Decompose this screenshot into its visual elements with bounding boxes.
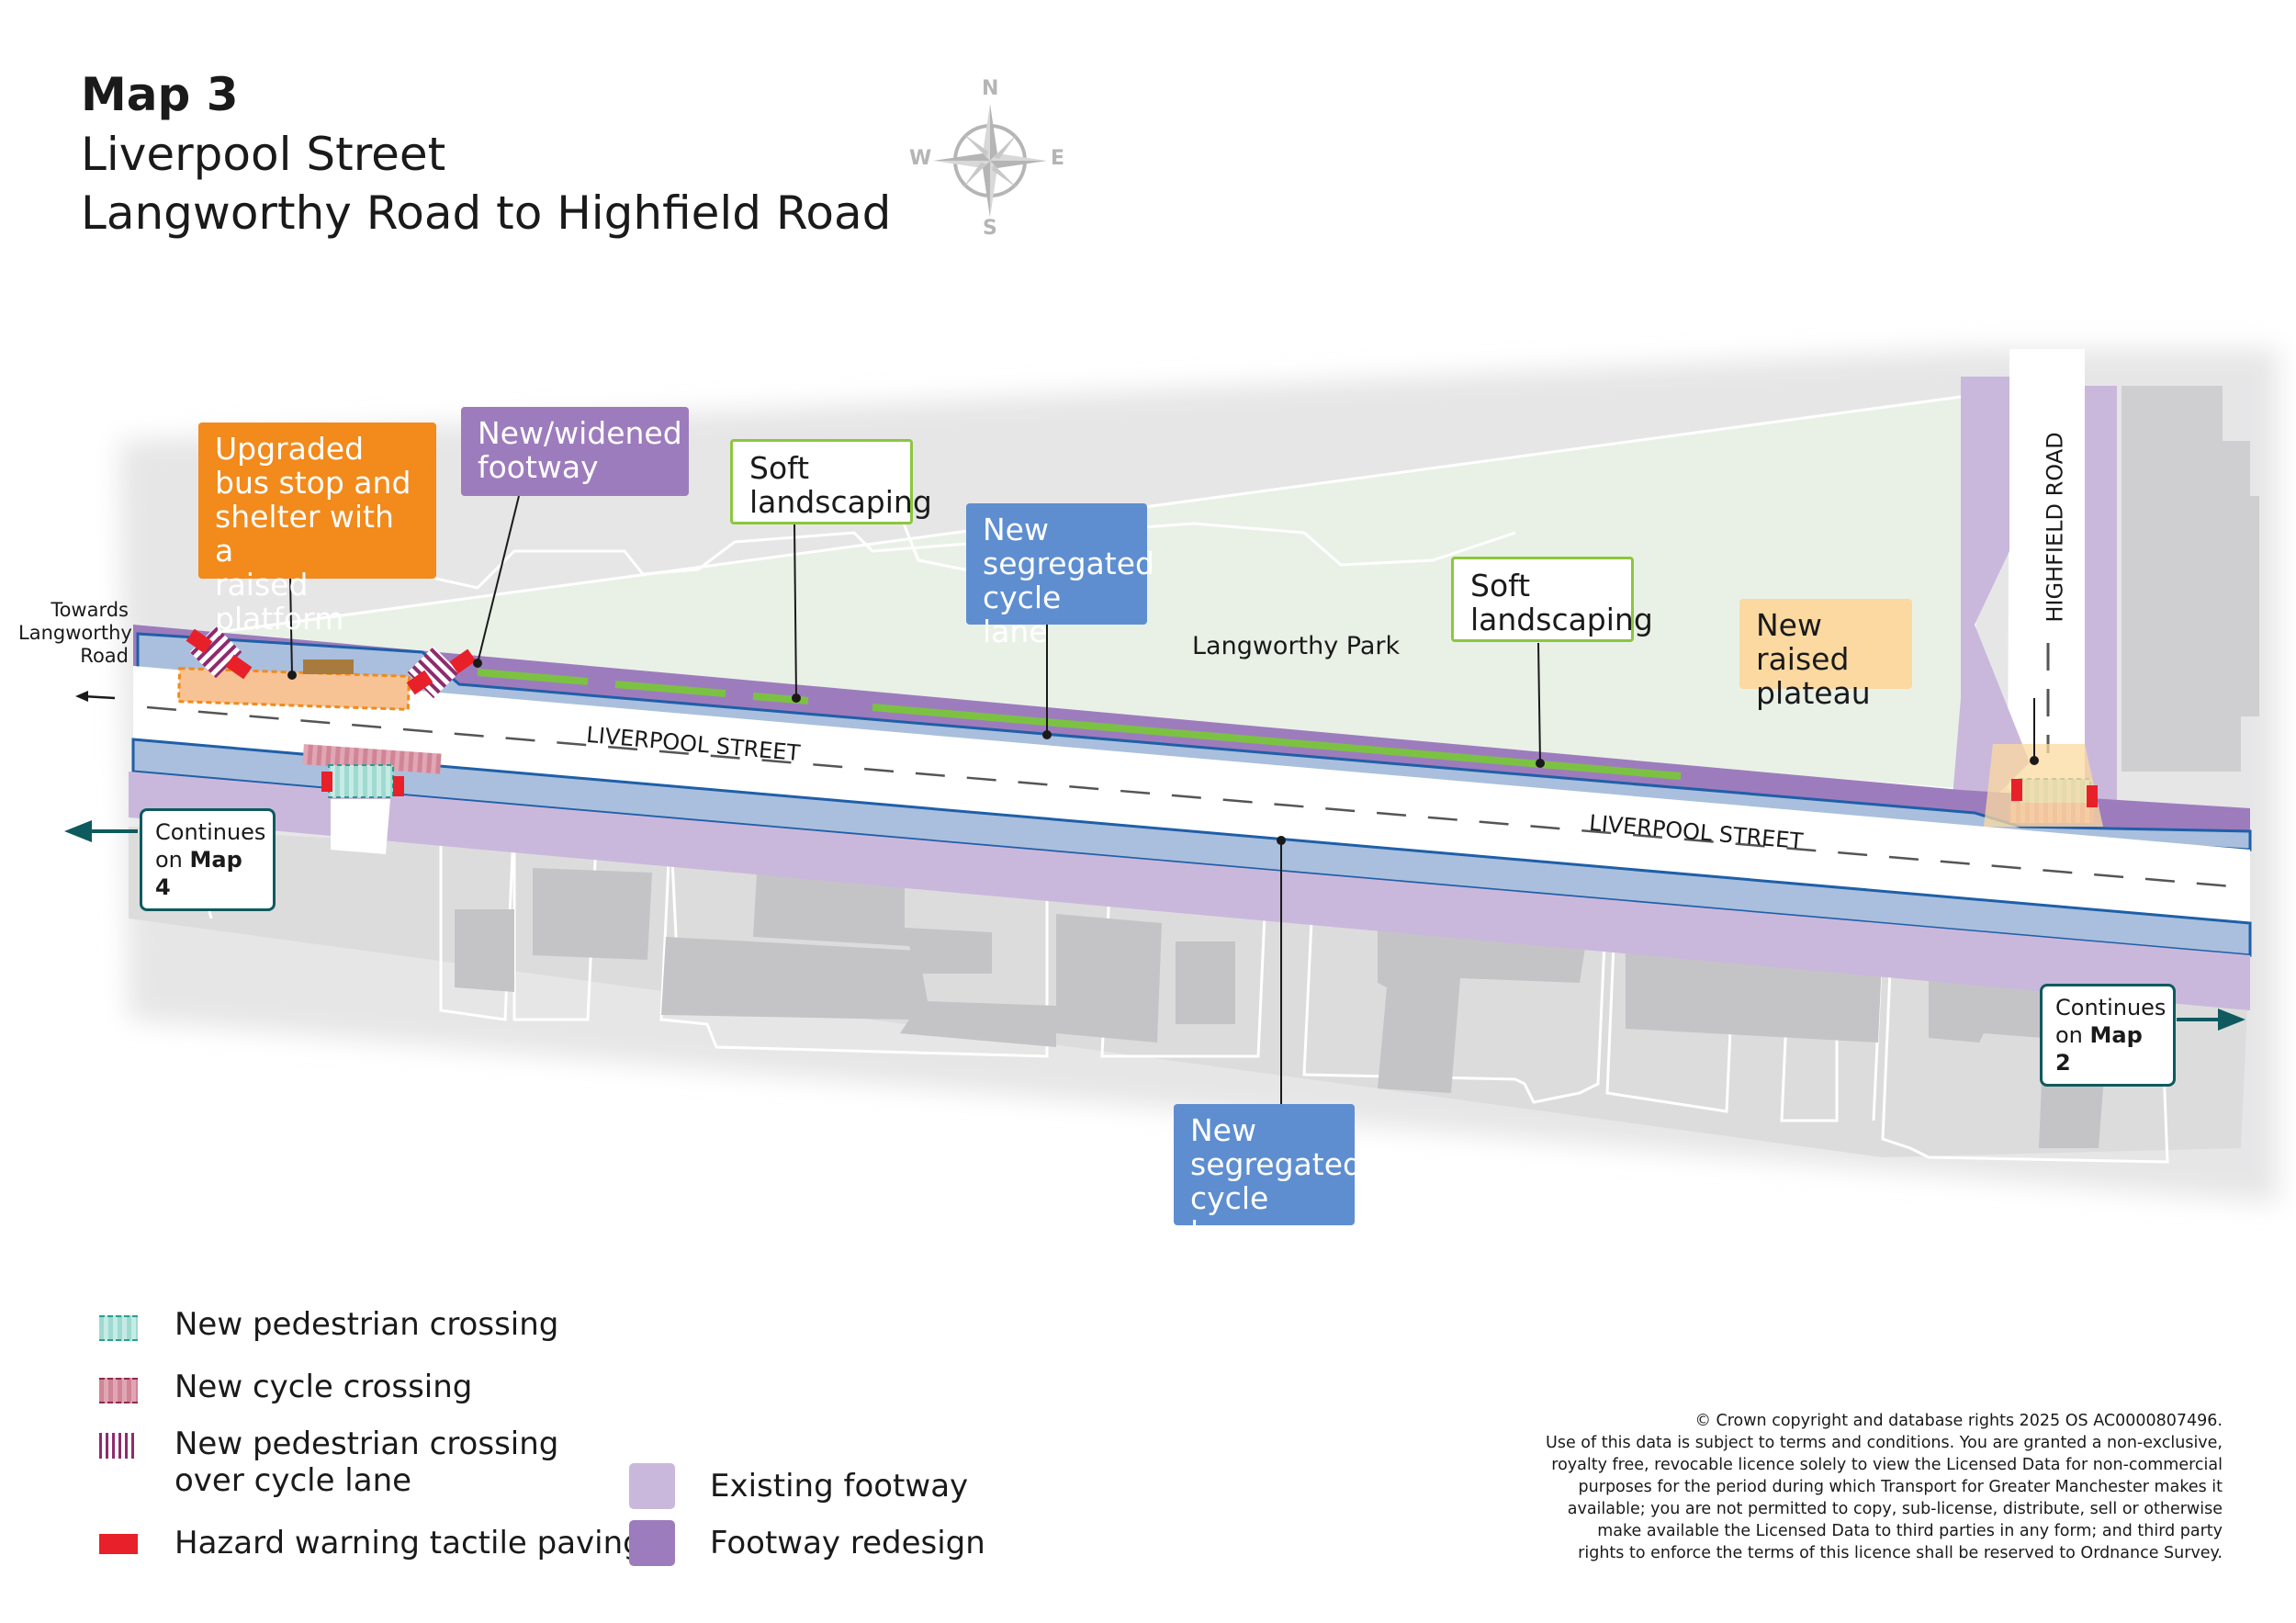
- map-subtitle: Langworthy Road to Highfield Road: [81, 186, 892, 240]
- leader-lines: [287, 495, 2039, 1104]
- compass-s: S: [983, 217, 997, 240]
- legend-swatch-ped-crossing: [99, 1315, 138, 1341]
- compass-e: E: [1051, 147, 1065, 170]
- highfield-footway-east: [2085, 386, 2117, 827]
- callout-soft-1-text: Soft landscaping: [749, 450, 932, 520]
- callout-cycle-lane-north: New segregated cycle lane: [966, 503, 1154, 648]
- legend-ped-over-cycle: New pedestrian crossing over cycle lane: [174, 1426, 559, 1499]
- legend-swatch-existing-footway: [629, 1463, 675, 1509]
- legend-footway-redesign: Footway redesign: [710, 1525, 985, 1561]
- footway-gap: [331, 799, 390, 854]
- callout-soft-2-text: Soft landscaping: [1470, 568, 1653, 637]
- soft-landscaping: [477, 669, 1682, 780]
- continues-map-4[interactable]: Continues on Map 4: [140, 808, 276, 911]
- carriageway: [133, 666, 2250, 923]
- continues-left-prefix: on: [155, 847, 190, 873]
- callout-plateau-text: New raised plateau: [1756, 607, 1871, 711]
- legend-existing-footway: Existing footway: [710, 1468, 969, 1505]
- callout-raised-plateau: New raised plateau: [1739, 599, 1912, 710]
- continues-right-prefix: on: [2055, 1022, 2090, 1048]
- highfield-road: [2008, 349, 2085, 790]
- legend-swatch-tactile: [99, 1534, 138, 1554]
- continues-right-line1: Continues: [2055, 995, 2167, 1020]
- continues-left-line2: on Map 4: [155, 846, 260, 901]
- legend-swatch-ped-over-cycle: [99, 1433, 138, 1459]
- highfield-footway-west: [1952, 377, 2030, 808]
- continues-right-ref: Map 2: [2055, 1022, 2143, 1076]
- tactile-paving: [186, 628, 2098, 807]
- legend-tactile: Hazard warning tactile paving: [174, 1525, 643, 1561]
- legend-swatch-cycle-crossing: [99, 1378, 138, 1403]
- legend-swatch-footway-redesign: [629, 1520, 675, 1566]
- callout-cycle-south-text: New segregated cycle lane: [1190, 1112, 1362, 1250]
- pedestrian-crossing: [328, 764, 394, 798]
- callout-cycle-lane-south: New segregated cycle lane: [1174, 1104, 1362, 1249]
- callout-soft-landscaping-1: Soft landscaping: [730, 439, 932, 524]
- continues-right-line2: on Map 2: [2055, 1021, 2160, 1076]
- continues-map-2[interactable]: Continues on Map 2: [2040, 984, 2176, 1087]
- legend-cycle-crossing: New cycle crossing: [174, 1369, 473, 1405]
- buildings-east: [2122, 386, 2259, 772]
- park-label: Langworthy Park: [1192, 632, 1401, 660]
- towards-label: Towards Langworthy Road: [18, 599, 132, 667]
- compass-rose: [933, 104, 1047, 218]
- callout-footway: New/widened footway: [461, 407, 689, 496]
- continues-right-arrowhead: [2218, 1009, 2245, 1031]
- callout-cycle-north-text: New segregated cycle lane: [983, 512, 1154, 649]
- bus-shelter: [303, 659, 354, 674]
- centre-line: [146, 705, 2233, 888]
- park-paths: [394, 513, 1516, 590]
- raised-plateau: [1984, 744, 2103, 827]
- continues-left-ref: Map 4: [155, 847, 242, 900]
- copyright-notice: © Crown copyright and database rights 20…: [1546, 1412, 2223, 1562]
- callout-bus-stop: Upgraded bus stop and shelter with a rai…: [198, 423, 436, 636]
- side-road-label: HIGHFIELD ROAD: [2042, 432, 2068, 623]
- towards-arrowhead: [75, 691, 88, 702]
- continues-left-arrowhead: [64, 820, 92, 842]
- map-number: Map 3: [81, 68, 239, 121]
- map-title: Liverpool Street: [81, 128, 446, 181]
- compass-w: W: [909, 147, 932, 170]
- south-footway: [129, 772, 2250, 1010]
- title-block: Map 3 Liverpool Street Langworthy Road t…: [81, 64, 891, 242]
- legend-ped-crossing: New pedestrian crossing: [174, 1306, 559, 1343]
- callout-bus-stop-text: Upgraded bus stop and shelter with a rai…: [215, 431, 411, 637]
- continues-left-line1: Continues: [155, 819, 266, 845]
- callout-footway-text: New/widened footway: [478, 415, 682, 485]
- callout-soft-landscaping-2: Soft landscaping: [1451, 557, 1653, 642]
- compass-n: N: [982, 77, 999, 100]
